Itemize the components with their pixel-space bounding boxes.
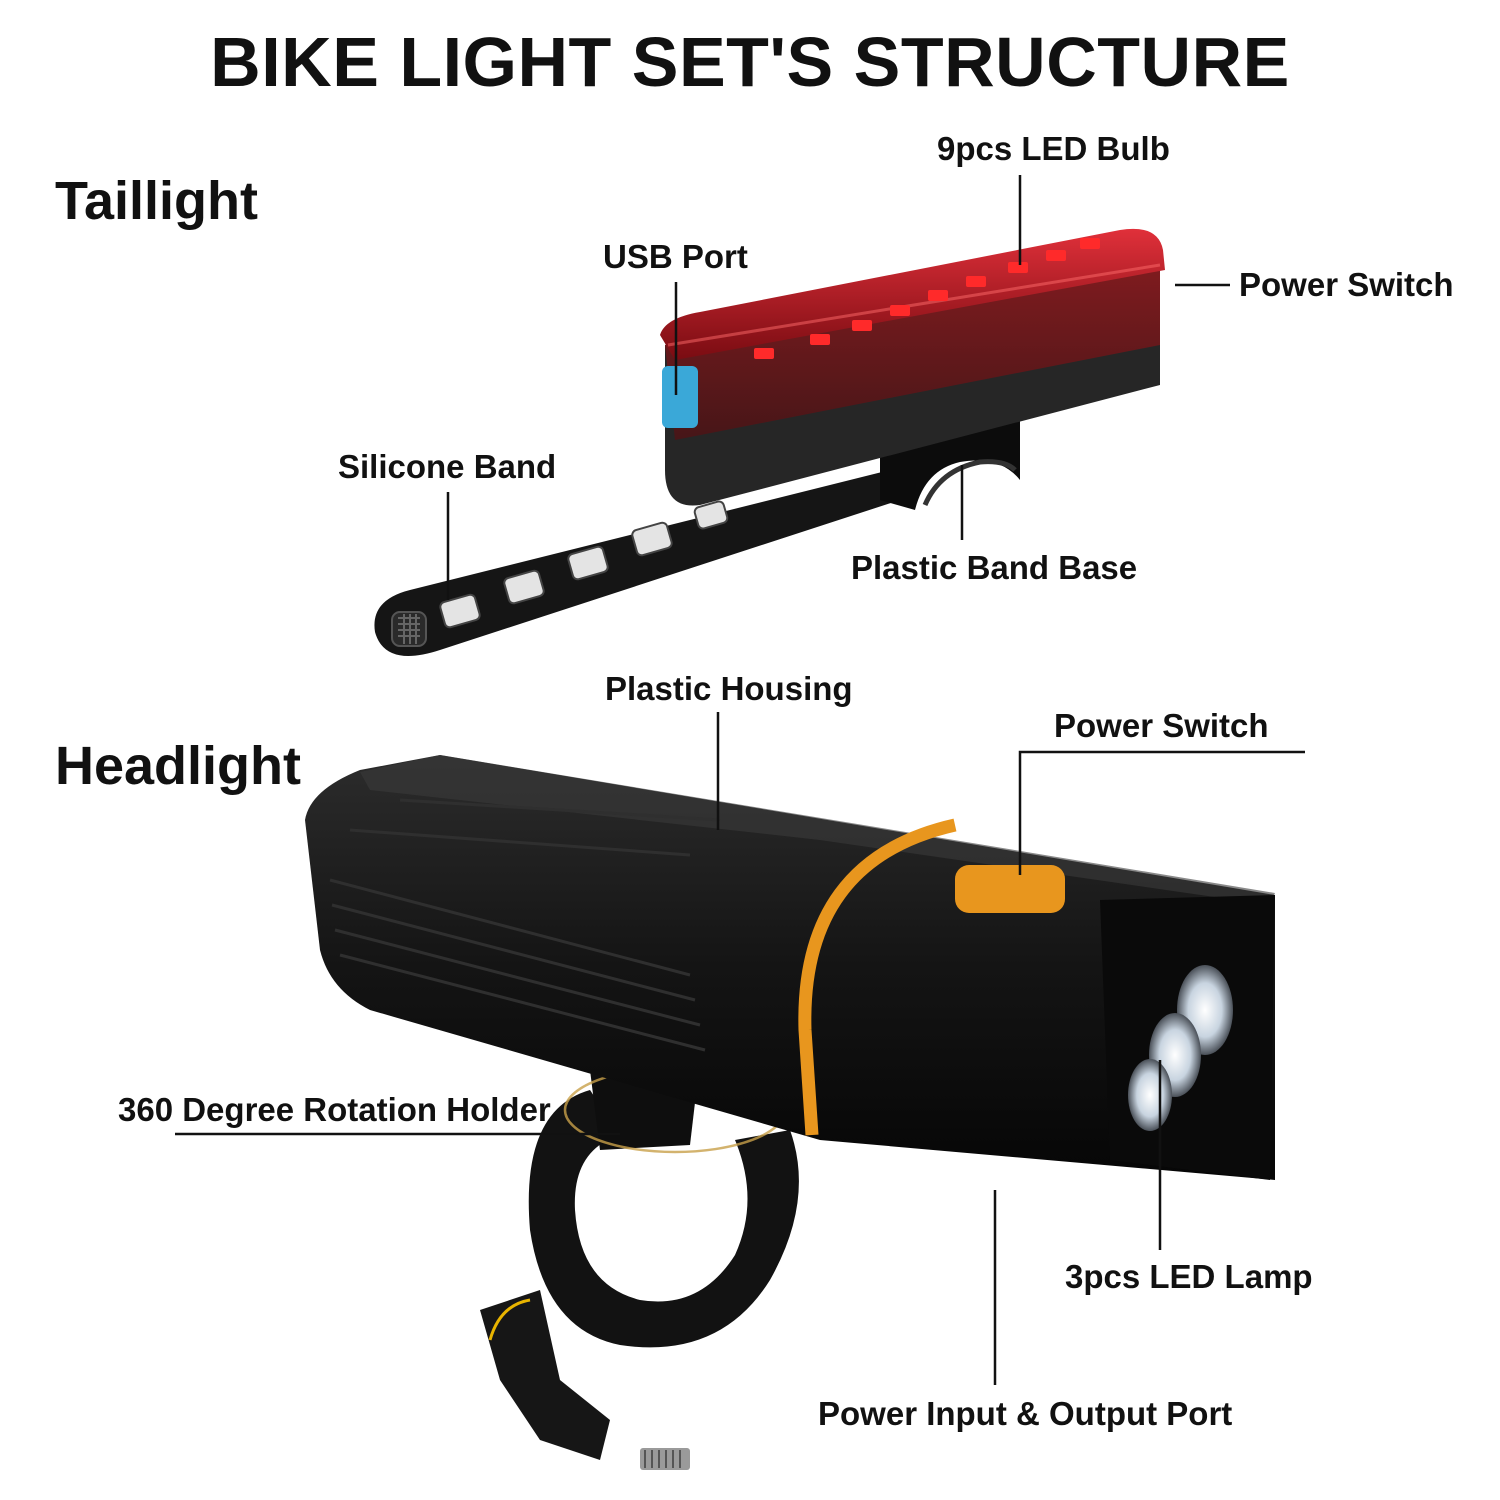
label-led-lamp: 3pcs LED Lamp xyxy=(1065,1258,1313,1296)
label-usb-port: USB Port xyxy=(603,238,748,276)
label-rotation-holder: 360 Degree Rotation Holder xyxy=(118,1091,551,1129)
label-headlight-power-switch: Power Switch xyxy=(1054,707,1269,745)
label-led-bulb: 9pcs LED Bulb xyxy=(937,130,1170,168)
label-taillight-power-switch: Power Switch xyxy=(1239,266,1454,304)
taillight-heading: Taillight xyxy=(55,170,258,232)
silicone-band xyxy=(374,470,900,656)
label-plastic-band-base: Plastic Band Base xyxy=(851,549,1137,587)
headlight-heading: Headlight xyxy=(55,735,301,797)
taillight-illustration xyxy=(374,229,1165,656)
label-plastic-housing: Plastic Housing xyxy=(605,670,853,708)
label-power-port: Power Input & Output Port xyxy=(818,1395,1232,1433)
page-title: BIKE LIGHT SET'S STRUCTURE xyxy=(0,22,1500,102)
label-silicone-band: Silicone Band xyxy=(338,448,556,486)
usb-port-cover xyxy=(662,366,698,428)
headlight-switch-button xyxy=(955,865,1065,913)
